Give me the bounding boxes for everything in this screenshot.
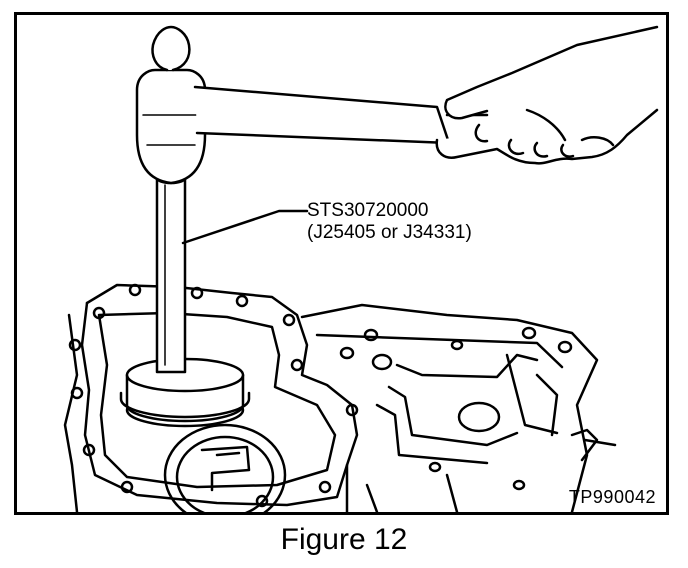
seal-installer [119,357,251,428]
figure-frame: STS30720000 (J25405 or J34331) TP990042 [14,12,669,515]
leader-line [181,209,309,245]
reference-code: TP990042 [568,487,656,507]
hammer [135,25,489,185]
hand [435,25,659,165]
part-number-label: STS30720000 [307,200,429,221]
alt-part-numbers-label: (J25405 or J34331) [307,222,472,243]
installer-shaft [155,171,187,374]
technical-illustration [63,25,659,512]
figure-caption: Figure 12 [280,523,408,556]
transmission-case-left [63,283,359,512]
transmission-case-right [300,303,617,512]
part-callout: STS30720000 (J25405 or J34331) [307,200,472,244]
